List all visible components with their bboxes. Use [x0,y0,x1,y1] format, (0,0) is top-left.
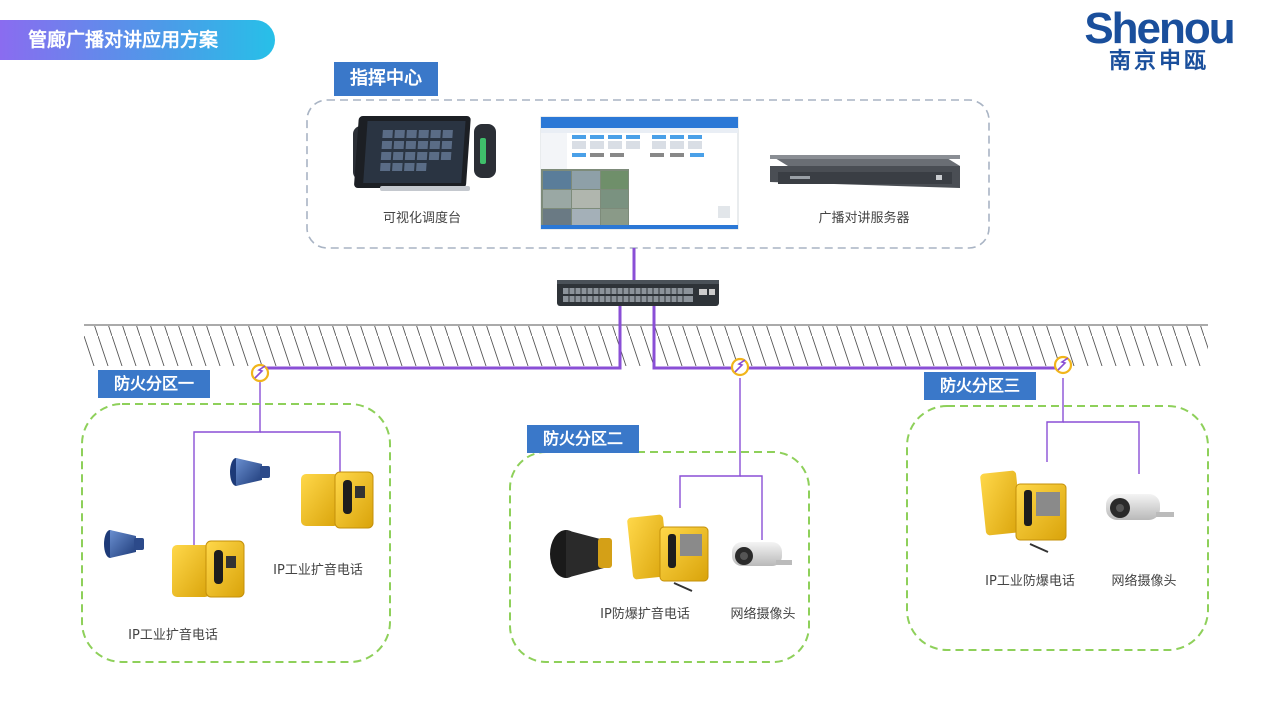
dispatch-console-image [353,116,496,191]
zone3-camera-caption: 网络摄像头 [1111,574,1177,589]
broadcast-server-image [770,155,960,188]
zone2-frame [509,451,810,663]
network-cables [260,248,1063,370]
logo-text-cn: 南京申瓯 [1108,49,1209,74]
zone3-camera-image [1106,494,1174,520]
zone2-phone-image [627,514,709,592]
server-caption: 广播对讲服务器 [818,211,910,226]
zone1-phone-b-image [301,471,374,529]
console-caption: 可视化调度台 [382,211,461,226]
zone3-frame [906,405,1209,651]
zone1-label: 防火分区一 [98,370,211,398]
page-title: 管廊广播对讲应用方案 [0,20,275,60]
ground-hatch [84,324,1208,366]
zone1-phone-a-caption: IP工业扩音电话 [128,628,218,643]
zone1-horn-speaker-right [230,458,270,486]
command-center-frame [306,99,990,249]
zone3-label: 防火分区三 [924,372,1037,400]
zone2-label: 防火分区二 [527,425,640,453]
node-marker-zone3 [1053,355,1073,375]
zone2-camera-caption: 网络摄像头 [730,607,796,622]
zone1-phone-b-caption: IP工业扩音电话 [273,563,363,578]
zone1-horn-speaker-left [104,530,144,558]
zone2-phone-caption: IP防爆扩音电话 [600,607,690,622]
software-screenshot-image [540,116,739,230]
zone2-horn-speaker [550,530,612,578]
node-marker-zone2 [730,357,750,377]
brand-logo: Shenou 南京申瓯 [1078,6,1240,74]
branch-cables [193,378,1140,548]
zone1-frame [81,403,391,663]
network-switch-image [557,280,719,306]
command-center-label: 指挥中心 [334,62,438,96]
logo-text-en: Shenou [1084,4,1235,53]
zone3-phone-image [980,470,1067,553]
zone3-phone-caption: IP工业防爆电话 [985,574,1075,589]
zone2-camera-image [732,542,792,566]
zone1-phone-a-image [172,540,245,598]
node-marker-zone1 [250,363,270,383]
